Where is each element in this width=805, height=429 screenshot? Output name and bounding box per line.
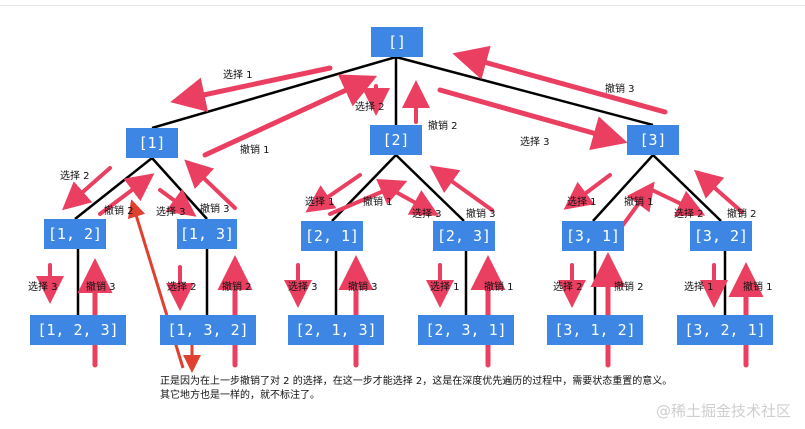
label-c-select-1: 选择 1 [567,197,597,208]
label-d31-undo: 撤销 2 [614,282,644,293]
label-select-3-root: 选择 3 [520,137,550,148]
note-line-2: 其它地方也是一样的，就不标注了。 [160,390,320,401]
edge-root-1 [151,55,397,130]
label-d31-select: 选择 2 [553,282,583,293]
node-3-1: [3, 1] [562,221,624,251]
watermark: @稀土掘金技术社区 [655,402,791,420]
arrow-b-select-3 [383,184,440,216]
label-d23-undo: 撤销 1 [484,282,514,293]
arrow-a-undo-2 [98,173,155,216]
label-b-undo-1: 撤销 1 [363,197,393,208]
node-2-3: [2, 3] [433,221,495,251]
node-2-1: [2, 1] [301,221,363,251]
label-d21-select: 选择 3 [288,282,318,293]
label-undo-2-root: 撤销 2 [428,121,458,132]
label-a-select-2: 选择 2 [60,171,90,182]
label-undo-1-root: 撤销 1 [240,145,270,156]
state-arrows [36,45,764,373]
label-a-undo-2: 撤销 2 [104,206,134,217]
node-3-1-2: [3, 1, 2] [547,315,643,345]
node-1-3: [1, 3] [177,219,237,249]
arrow-undo-3-root [452,45,668,115]
arrow-c-select-2 [650,188,706,217]
top-border [0,5,805,6]
arrow-a-select-2 [61,166,112,211]
arrow-a-undo-3 [184,159,237,210]
label-d12-select: 选择 3 [28,282,58,293]
arrow-select-3-root [437,87,628,151]
explanation-note: 正是因为在上一步撤销了对 2 的选择，在这一步才能选择 2，这是在深度优先遍历的… [160,375,760,403]
node-3-2-1: [3, 2, 1] [677,315,773,345]
arrow-a-select-3 [158,188,197,217]
label-d12-undo: 撤销 3 [86,282,116,293]
label-d32-undo: 撤销 1 [743,282,773,293]
label-c-select-2: 选择 2 [674,209,704,220]
arrow-c-select-1 [563,173,612,210]
node-1-2-3: [1, 2, 3] [30,315,126,345]
node-3-2: [3, 2] [690,221,752,251]
label-a-undo-3: 撤销 3 [200,204,230,215]
label-c-undo-2: 撤销 2 [727,209,757,220]
arrow-b-select-1 [305,173,362,213]
arrow-undo-1-root [202,74,378,158]
node-1-3-2: [1, 3, 2] [160,315,256,345]
node-2-1-3: [2, 1, 3] [288,315,384,345]
label-d21-undo: 撤销 3 [348,282,378,293]
arrow-b-undo-3 [429,165,494,212]
note-line-1: 正是因为在上一步撤销了对 2 的选择，在这一步才能选择 2，这是在深度优先遍历的… [160,376,673,387]
label-undo-3-root: 撤销 3 [605,84,635,95]
arrow-c-undo-2 [693,169,744,214]
edge-root-3 [395,55,654,127]
edge-3-32 [652,154,722,222]
node-root: [] [371,27,423,57]
label-b-undo-3: 撤销 3 [466,209,496,220]
label-d32-select: 选择 1 [684,282,714,293]
arrow-select-1-root [170,65,333,112]
node-1: [1] [126,128,178,158]
label-c-undo-1: 撤销 1 [624,197,654,208]
node-3: [3] [627,125,679,155]
label-b-select-1: 选择 1 [305,197,335,208]
label-d13-select: 选择 2 [167,282,197,293]
label-select-1-root: 选择 1 [223,70,253,81]
edge-1-13 [151,157,208,220]
label-b-select-3: 选择 3 [412,209,442,220]
node-2-3-1: [2, 3, 1] [418,315,514,345]
node-1-2: [1, 2] [44,219,106,249]
label-d23-select: 选择 1 [430,282,460,293]
label-d13-undo: 撤销 2 [222,282,252,293]
edge-3-31 [592,154,654,222]
label-a-select-3: 选择 3 [156,207,186,218]
node-2: [2] [370,125,422,155]
label-select-2-root: 选择 2 [355,102,385,113]
